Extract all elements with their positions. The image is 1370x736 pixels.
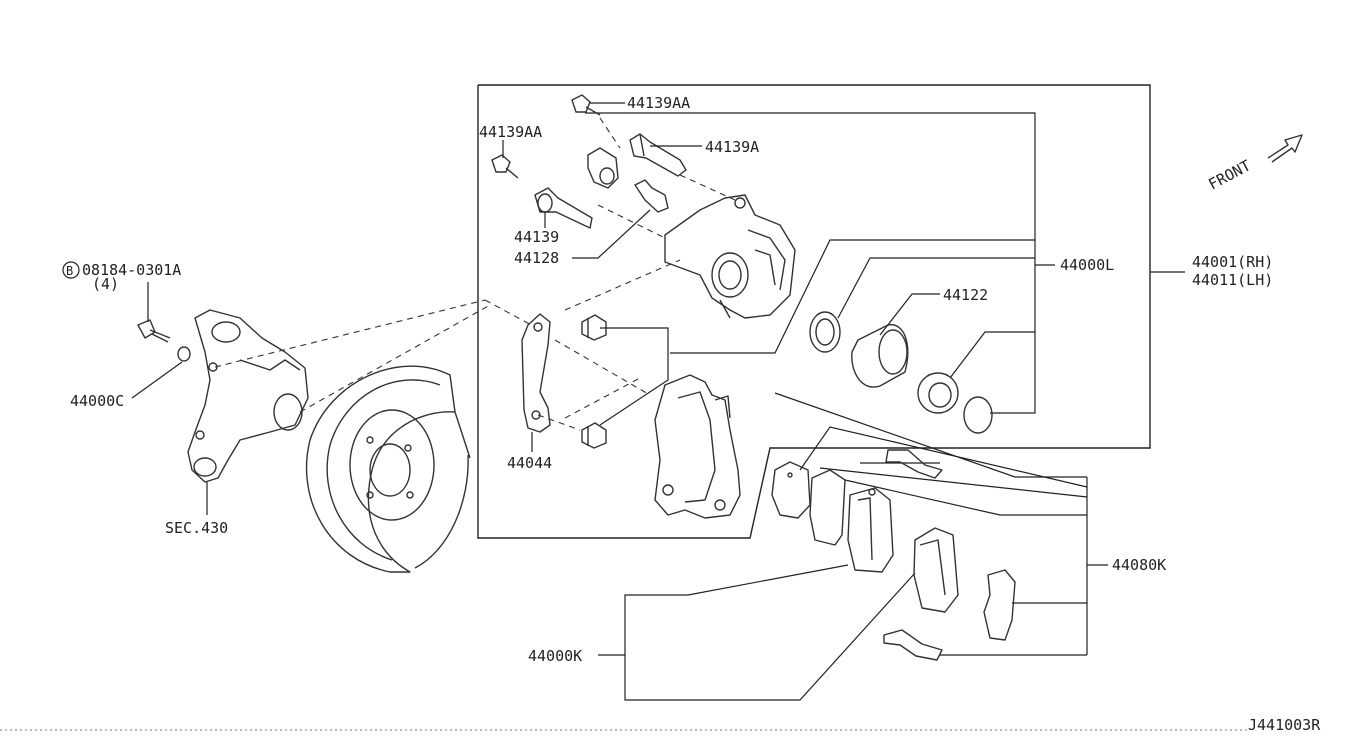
caliper-bolt-44128 [634, 179, 669, 213]
washer-leader [131, 361, 183, 399]
pad-shim-outer [771, 461, 811, 519]
caliper-bracket-44044 [521, 313, 551, 433]
label-pin: 44139 [514, 228, 559, 246]
pad-clip-top [885, 449, 943, 479]
pad-shim-outer-2 [809, 469, 846, 546]
dust-boot-ring [963, 396, 993, 434]
slide-pin-boot-lower [581, 422, 607, 449]
dust-shield [305, 365, 471, 573]
brake-pad-inner [913, 527, 959, 613]
piston-44122 [851, 324, 909, 388]
bracket-dash-3 [537, 414, 581, 431]
piston-leader [879, 293, 940, 336]
label-piston: 44122 [943, 286, 988, 304]
boot-dash-2 [564, 377, 641, 419]
pad-shim-inner [983, 569, 1016, 641]
hub-path-dash [299, 304, 491, 413]
bracket-dash-1 [484, 299, 536, 328]
ref-marker-letter: B [66, 264, 73, 278]
pad-set-frame [624, 564, 916, 701]
ref-marker-circle [62, 261, 80, 279]
label-washer: 44000C [70, 392, 124, 410]
label-bolt-44128: 44128 [514, 249, 559, 267]
boot-dash-1 [564, 259, 681, 311]
piston-seal [809, 311, 841, 353]
guide-pin-44139 [534, 187, 593, 229]
torque-member [654, 374, 741, 519]
brake-pad-outer [847, 487, 894, 573]
caliper-body [664, 194, 796, 319]
label-pin-a: 44139A [705, 138, 759, 156]
caliper-assy-frame [585, 112, 1036, 414]
label-bracket: 44044 [507, 454, 552, 472]
pad-kit-frame-1 [774, 392, 1087, 478]
drawing-id: J441003R [1248, 716, 1321, 734]
label-bleeder-left: 44139AA [479, 123, 542, 141]
bleeder-cap-left [491, 154, 519, 179]
guide-pin-44139a [629, 133, 687, 177]
boot-leader [949, 331, 1035, 379]
guide-pin-cap [587, 147, 619, 189]
front-arrow-icon [1267, 134, 1303, 163]
seal-leader [837, 257, 1035, 319]
label-bleeder-top: 44139AA [627, 94, 690, 112]
label-bolt-ref: 08184-0301A [82, 261, 181, 279]
pad-kit-frame-2 [799, 426, 1088, 488]
assembly-frame [477, 84, 1151, 539]
bolt-dash [597, 204, 666, 239]
label-pad-set: 44000K [528, 647, 582, 665]
label-sec430: SEC.430 [165, 519, 228, 537]
washer-44000c [177, 346, 191, 362]
pin-a-dash [679, 174, 736, 201]
slide-pin-boot-upper [581, 314, 607, 341]
piston-boot [917, 372, 959, 414]
label-caliper-assy: 44000L [1060, 256, 1114, 274]
cap-dash [599, 117, 621, 149]
pad-clip-bottom [883, 629, 943, 661]
boot-box-leader [599, 327, 669, 426]
pad-kit-frame-4 [844, 479, 1087, 516]
label-pad-kit: 44080K [1112, 556, 1166, 574]
label-bolt-qty: (4) [92, 275, 119, 293]
bracket-dash-2 [554, 339, 651, 396]
label-assy-rh: 44001(RH) [1192, 253, 1273, 271]
pad-kit-frame-3 [819, 467, 1088, 498]
knuckle-bolt [137, 319, 171, 343]
bolt-44128-leader [572, 209, 651, 259]
front-label: FRONT [1205, 156, 1253, 193]
bracket-frame-leader [670, 239, 1035, 354]
bolt-path-dash [214, 299, 486, 368]
bleeder-cap-top [571, 94, 601, 116]
steering-knuckle [187, 309, 309, 483]
label-assy-lh: 44011(LH) [1192, 271, 1273, 289]
